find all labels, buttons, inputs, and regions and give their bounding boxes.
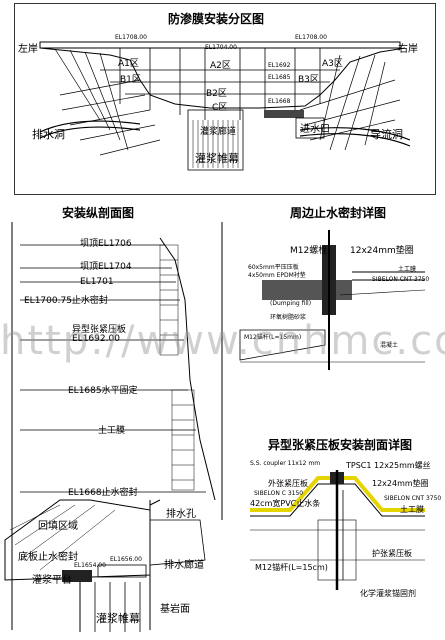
bottom-seal-label: 底板止水密封 bbox=[18, 552, 78, 563]
el-left-label: EL1708.00 bbox=[115, 34, 147, 41]
tension-tpsc-label: TPSC1 12x25mm螺丝 bbox=[346, 461, 431, 470]
zone-b3-label: B3区 bbox=[298, 75, 319, 85]
tension-sibelon-left-label: SIBELON C 3150 bbox=[254, 490, 304, 497]
membrane-label: 土工膜 bbox=[98, 426, 126, 436]
el-1685-label: EL1685 bbox=[268, 74, 291, 81]
section-el-1692-label: EL1692.00 bbox=[72, 334, 120, 344]
tension-anchor-label: M12锚杆(L=15cm) bbox=[255, 563, 328, 572]
zone-a1-label: A1区 bbox=[118, 59, 139, 69]
tension-plate-label: 护张紧压板 bbox=[372, 549, 412, 558]
zone-b1-label: B1区 bbox=[120, 75, 141, 85]
zone-a3-label: A3区 bbox=[322, 59, 343, 69]
tension-coupler-label: S.S. coupler 11x12 mm bbox=[250, 460, 321, 467]
perimeter-dumping-label: (Dumping fill) bbox=[270, 300, 312, 307]
drain-gallery-label: 排水廊道 bbox=[164, 560, 204, 571]
left-bank-label: 左岸 bbox=[18, 44, 38, 55]
tension-grout-label: 化学灌浆锚固剂 bbox=[360, 589, 416, 598]
inlet-label: 进水口 bbox=[300, 124, 330, 135]
el-1692-label: EL1692 bbox=[268, 62, 291, 69]
crest-label: 坝顶EL1706 bbox=[80, 239, 132, 249]
perimeter-plate-label: 12x24mm垫圈 bbox=[350, 246, 414, 256]
el-1654-label: EL1654.00 bbox=[74, 562, 106, 569]
drain-tunnel-label: 排水洞 bbox=[32, 128, 65, 141]
tension-line-label: 异型张紧压板 bbox=[72, 325, 127, 335]
zone-c-label: C区 bbox=[212, 103, 228, 113]
perimeter-epdm-label: 4x50mm EPDM衬垫 bbox=[248, 272, 306, 279]
right-bank-label: 右岸 bbox=[398, 44, 418, 55]
zone-b2-label: B2区 bbox=[206, 89, 227, 99]
plan-panel bbox=[14, 3, 436, 195]
perimeter-bolt-label: M12螺栓 bbox=[290, 246, 328, 256]
curtain-label: 灌浆帷幕 bbox=[96, 612, 140, 625]
el-1685-fix-label: EL1685水平固定 bbox=[68, 386, 138, 396]
fill-zone-label: 回填区域 bbox=[38, 521, 78, 532]
tension-washer-label: 12x24mm垫圈 bbox=[372, 479, 429, 488]
seal-bottom-label: EL1668止水密封 bbox=[68, 488, 138, 498]
el-1701-label: EL1701 bbox=[80, 277, 114, 287]
perimeter-membrane-label: 土工膜 bbox=[398, 266, 417, 273]
grouting-gallery-label: 灌浆廊道 bbox=[200, 127, 237, 137]
curtain-grouting-label: 灌浆帷幕 bbox=[195, 152, 239, 165]
perimeter-anchor-label: M12锚杆(L=15mm) bbox=[244, 334, 302, 341]
diversion-tunnel-label: 导流洞 bbox=[370, 128, 403, 141]
grout-platform-label: 灌浆平台 bbox=[32, 575, 72, 586]
crest2-label: 坝顶EL1704 bbox=[80, 262, 132, 272]
watermark: http://www.cnhmc.com bbox=[0, 318, 445, 364]
tension-profile-label: 外张紧压板 bbox=[268, 479, 308, 488]
tension-sibelon-right-label: SIBELON CNT 3750 bbox=[384, 495, 442, 502]
perimeter-resin-label: 环氧树脂砂浆 bbox=[270, 314, 307, 321]
el-mid-label: EL1704.00 bbox=[205, 44, 237, 51]
tension-pvc-label: 42cm宽PVC止水条 bbox=[250, 499, 321, 508]
drain-hole-label: 排水孔 bbox=[166, 509, 196, 520]
el-1668-label: EL1668 bbox=[268, 98, 291, 105]
perimeter-title: 周边止水密封详图 bbox=[290, 206, 387, 220]
perimeter-concrete-label: 混凝土 bbox=[380, 342, 399, 349]
perimeter-flat-plate-label: 60x5mm平压压板 bbox=[248, 264, 299, 271]
plan-title: 防渗膜安装分区图 bbox=[168, 12, 265, 26]
seal-top-label: EL1700.75止水密封 bbox=[24, 296, 108, 306]
zone-a2-label: A2区 bbox=[210, 61, 231, 71]
bedrock-label: 基岩面 bbox=[160, 604, 190, 615]
el-1656-label: EL1656.00 bbox=[110, 556, 142, 563]
el-right-label: EL1708.00 bbox=[295, 34, 327, 41]
perimeter-sibelon-label: SIBELON CNT 3750 bbox=[372, 276, 430, 283]
tension-title: 异型张紧压板安装剖面详图 bbox=[268, 438, 413, 452]
tension-membrane-label: 土工膜 bbox=[400, 505, 424, 514]
section-title: 安装纵剖面图 bbox=[62, 206, 135, 220]
